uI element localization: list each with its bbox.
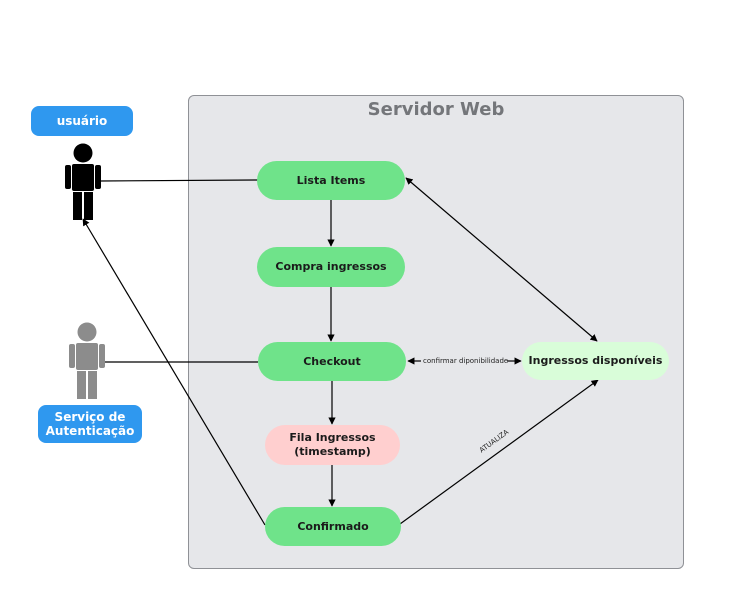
person-icon (65, 143, 101, 220)
node-confirmado[interactable]: Confirmado (265, 507, 401, 546)
node-ingressos-disponiveis[interactable]: Ingressos disponíveis (522, 342, 669, 380)
edge-label-confirmar: confirmar diponibilidade (423, 357, 509, 365)
node-checkout[interactable]: Checkout (258, 342, 406, 381)
actor-auth-label: Serviço de Autenticação (38, 405, 142, 443)
system-title: Servidor Web (367, 99, 505, 120)
person-icon (69, 322, 105, 399)
node-compra-ingressos[interactable]: Compra ingressos (257, 247, 405, 287)
edge-lista-ingressos (405, 177, 598, 342)
edge-user-lista (99, 179, 259, 182)
edge-confirmado-user (82, 218, 266, 526)
edge-confirmado-ingressos (399, 379, 599, 525)
actor-user-label: usuário (31, 106, 133, 136)
node-lista-items[interactable]: Lista Items (257, 161, 405, 200)
node-fila-ingressos[interactable]: Fila Ingressos (timestamp) (265, 425, 400, 465)
